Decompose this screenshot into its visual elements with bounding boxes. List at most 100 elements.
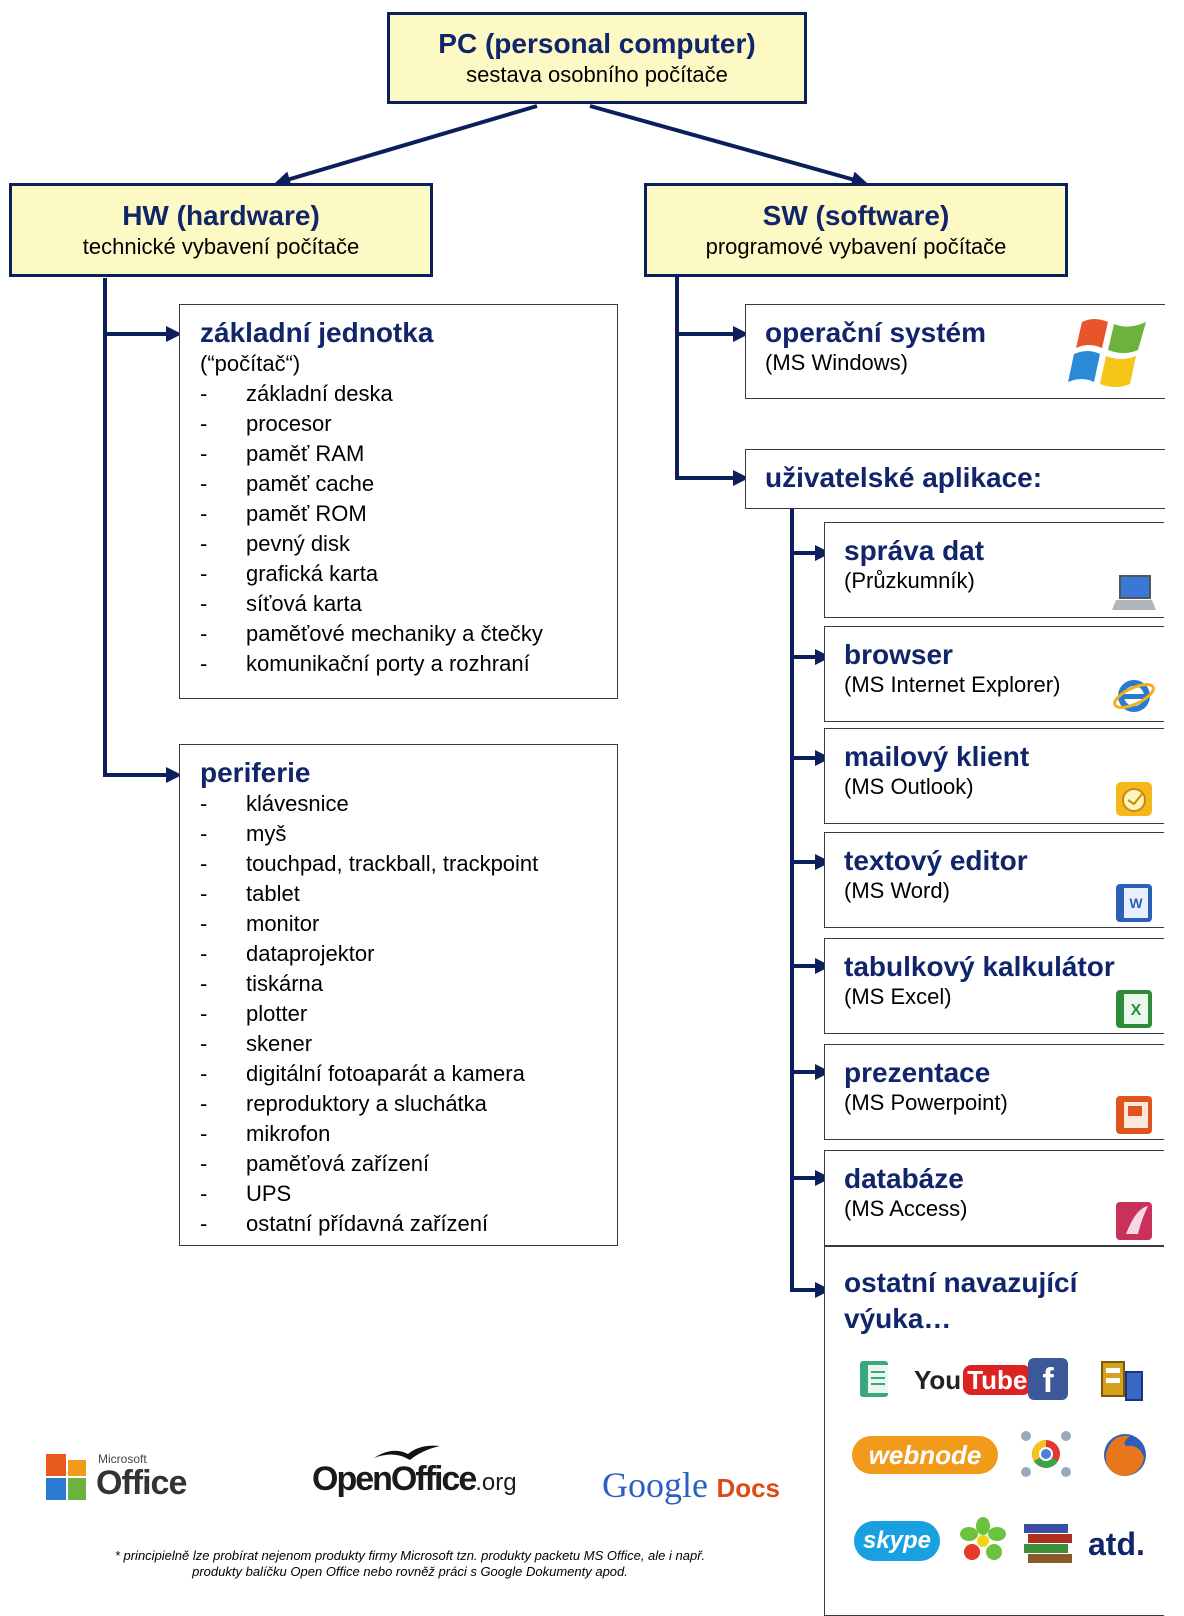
sw-box: SW (software) programové vybavení počíta…: [644, 183, 1068, 277]
icq-flower-icon: [960, 1517, 1006, 1560]
word-icon: W: [1116, 884, 1152, 922]
list-item-text: UPS: [246, 1181, 292, 1206]
list-item: -procesor: [200, 409, 617, 439]
app-box: prezentace(MS Powerpoint): [824, 1044, 1164, 1140]
svg-text:X: X: [1131, 1002, 1142, 1019]
list-item: -ostatní přídavná zařízení: [200, 1209, 617, 1239]
google-docs-logo: Google Docs: [602, 1464, 802, 1512]
app-title: tabulkový kalkulátor: [844, 951, 1115, 982]
list-item: - myš: [200, 819, 617, 849]
os-box: operační systém (MS Windows): [745, 304, 1165, 399]
list-dash: -: [200, 651, 208, 676]
list-dash: -: [200, 531, 208, 556]
list-item: - paměťové mechaniky a čtečky: [200, 619, 617, 649]
zakladni-subtitle: (“počítač“): [200, 351, 301, 376]
list-item-text: paměťové mechaniky a čtečky: [246, 621, 543, 646]
list-item: - komunikační porty a rozhraní: [200, 649, 617, 679]
app-subtitle: (Průzkumník): [844, 568, 975, 593]
footnote-line1: * principielně lze probírat nejenom prod…: [114, 1548, 706, 1563]
list-item: -grafická karta: [200, 559, 617, 589]
app-title: mailový klient: [844, 741, 1030, 772]
ms-office-text: Office: [96, 1464, 187, 1502]
hw-box: HW (hardware) technické vybavení počítač…: [9, 183, 433, 277]
app-title: textový editor: [844, 845, 1028, 876]
arrow-root-to-hw: [274, 104, 538, 187]
notes-icon: [860, 1361, 888, 1397]
list-item-text: tiskárna: [246, 971, 324, 996]
list-item: -paměť cache: [200, 469, 617, 499]
windows-logo-icon: [1068, 319, 1146, 387]
app-subtitle: (MS Excel): [844, 984, 952, 1009]
apps-box: uživatelské aplikace:: [745, 449, 1165, 509]
list-dash: -: [200, 621, 208, 646]
apps-title: uživatelské aplikace:: [765, 462, 1043, 493]
app-title: databáze: [844, 1163, 964, 1194]
ms-office-logo-mark: [46, 1454, 86, 1500]
list-item-text: dataprojektor: [246, 941, 375, 966]
list-dash: -: [200, 941, 208, 966]
explorer-icon: [1112, 575, 1156, 610]
list-dash: -: [200, 1061, 208, 1086]
list-item: -klávesnice: [200, 789, 617, 819]
docs-text: Docs: [716, 1473, 781, 1503]
app-box: browser(MS Internet Explorer): [824, 626, 1164, 722]
list-item: -síťová karta: [200, 589, 617, 619]
list-dash: -: [200, 1181, 208, 1206]
list-dash: -: [200, 1151, 208, 1176]
ms-small-text: Microsoft: [98, 1452, 147, 1466]
list-item: - mikrofon: [200, 1119, 617, 1149]
list-item-text: paměťová zařízení: [246, 1151, 430, 1176]
list-dash: -: [200, 381, 208, 406]
os-subtitle: (MS Windows): [765, 350, 909, 375]
list-dash: -: [200, 881, 208, 906]
list-dash: -: [200, 821, 208, 846]
root-title: PC (personal computer): [438, 28, 756, 59]
list-dash: -: [200, 971, 208, 996]
list-dash: -: [200, 1001, 208, 1026]
youtube-tube: Tube: [963, 1365, 1032, 1395]
periferie-list: -klávesnice-myš-touchpad, trackball, tra…: [200, 789, 617, 1239]
list-item: - plotter: [200, 999, 617, 1029]
seagull-icon: [374, 1445, 440, 1460]
other-title-line1: ostatní navazující: [844, 1267, 1078, 1298]
list-item-text: myš: [246, 821, 287, 846]
root-box: PC (personal computer) sestava osobního …: [387, 12, 807, 104]
list-item-text: síťová karta: [246, 591, 362, 616]
outlook-icon: [1116, 782, 1152, 816]
list-dash: -: [200, 501, 208, 526]
list-item: -pevný disk: [200, 529, 617, 559]
facebook-letter: f: [1042, 1362, 1054, 1400]
list-item-text: tablet: [246, 881, 300, 906]
app-title: browser: [844, 639, 953, 670]
access-icon: [1116, 1202, 1152, 1240]
list-dash: -: [200, 791, 208, 816]
other-title-line2: výuka…: [844, 1303, 952, 1334]
list-item-text: mikrofon: [246, 1121, 331, 1146]
books-icon: [1024, 1524, 1072, 1563]
google-text: Google: [602, 1465, 708, 1505]
zakladni-title: základní jednotka: [200, 317, 434, 348]
webnode-icon: webnode: [852, 1436, 998, 1474]
list-item-text: plotter: [246, 1001, 308, 1026]
list-item-text: komunikační porty a rozhraní: [246, 651, 530, 676]
list-item: - dataprojektor: [200, 939, 617, 969]
archive-icon: [1101, 1361, 1143, 1401]
openoffice-org-text: .org: [475, 1469, 517, 1496]
app-box: databáze(MS Access): [824, 1150, 1164, 1246]
list-dash: -: [200, 561, 208, 586]
list-dash: -: [200, 471, 208, 496]
list-item: - tablet: [200, 879, 617, 909]
footnote-line2: produkty balíčku Open Office nebo rovněž…: [192, 1564, 628, 1579]
list-dash: -: [200, 1121, 208, 1146]
app-subtitle: (MS Powerpoint): [844, 1090, 1008, 1115]
sw-title: SW (software): [762, 200, 950, 231]
list-dash: -: [200, 851, 208, 876]
list-item-text: digitální fotoaparát a kamera: [246, 1061, 525, 1086]
list-dash: -: [200, 911, 208, 936]
list-dash: -: [200, 1031, 208, 1056]
list-item-text: paměť ROM: [246, 501, 367, 526]
root-subtitle: sestava osobního počítače: [466, 62, 728, 87]
list-item: - paměť ROM: [200, 499, 617, 529]
app-subtitle: (MS Outlook): [844, 774, 974, 799]
